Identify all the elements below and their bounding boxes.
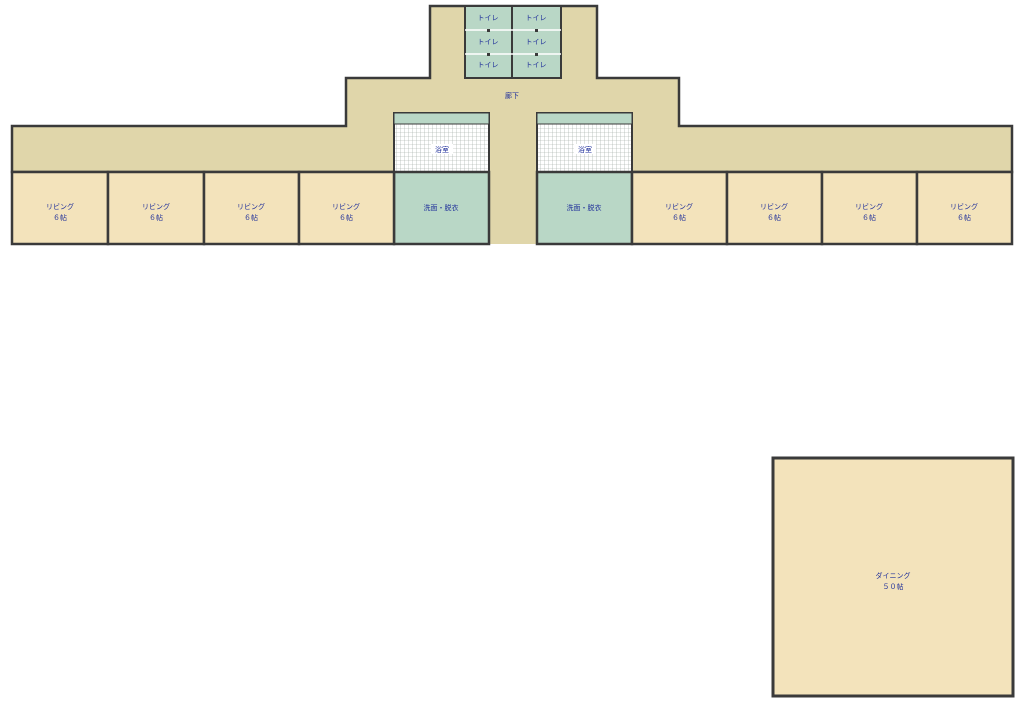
toilet-label: トイレ: [526, 14, 547, 22]
dining-room-name: ダイニング: [876, 571, 911, 580]
bathroom-label: 浴室: [578, 145, 592, 154]
living-room-5: リビング ６帖: [630, 170, 729, 246]
dining-room: ダイニング ５０帖: [771, 456, 1015, 698]
toilet-label: トイレ: [478, 38, 499, 46]
living-room-size: ６帖: [339, 213, 353, 222]
living-room-8: リビング ６帖: [915, 170, 1014, 246]
living-room-size: ６帖: [53, 213, 67, 222]
washroom-right: 洗面・脱衣: [535, 170, 634, 246]
washroom-label: 洗面・脱衣: [567, 203, 602, 212]
living-room-2: リビング ６帖: [106, 170, 206, 246]
living-room-size: ６帖: [767, 213, 781, 222]
bathroom-right: 浴室: [536, 112, 633, 173]
bathroom-label: 浴室: [435, 145, 449, 154]
corridor-stem: [489, 170, 537, 244]
toilet-label: トイレ: [478, 14, 499, 22]
living-room-size: ６帖: [244, 213, 258, 222]
living-room-size: ６帖: [672, 213, 686, 222]
toilet-label: トイレ: [526, 38, 547, 46]
bathroom-left: 浴室: [393, 112, 490, 173]
dining-room-size: ５０帖: [883, 582, 904, 591]
washroom-left: 洗面・脱衣: [392, 170, 491, 246]
living-room-name: リビング: [855, 202, 883, 211]
living-room-size: ６帖: [149, 213, 163, 222]
living-room-4: リビング ６帖: [297, 170, 396, 246]
living-room-size: ６帖: [957, 213, 971, 222]
toilet-label: トイレ: [478, 61, 499, 69]
corridor-label: 廊下: [505, 91, 519, 100]
washroom-label: 洗面・脱衣: [424, 203, 459, 212]
living-room-name: リビング: [142, 202, 170, 211]
living-room-name: リビング: [237, 202, 265, 211]
living-room-3: リビング ６帖: [202, 170, 301, 246]
toilet-label: トイレ: [526, 61, 547, 69]
living-room-size: ６帖: [862, 213, 876, 222]
toilet-block: トイレ トイレ トイレ トイレ トイレ トイレ: [464, 5, 562, 79]
living-room-1: リビング ６帖: [10, 170, 110, 246]
living-room-name: リビング: [332, 202, 360, 211]
living-room-name: リビング: [665, 202, 693, 211]
living-room-name: リビング: [46, 202, 74, 211]
living-room-7: リビング ６帖: [820, 170, 919, 246]
living-room-name: リビング: [760, 202, 788, 211]
living-room-name: リビング: [950, 202, 978, 211]
living-room-6: リビング ６帖: [725, 170, 824, 246]
